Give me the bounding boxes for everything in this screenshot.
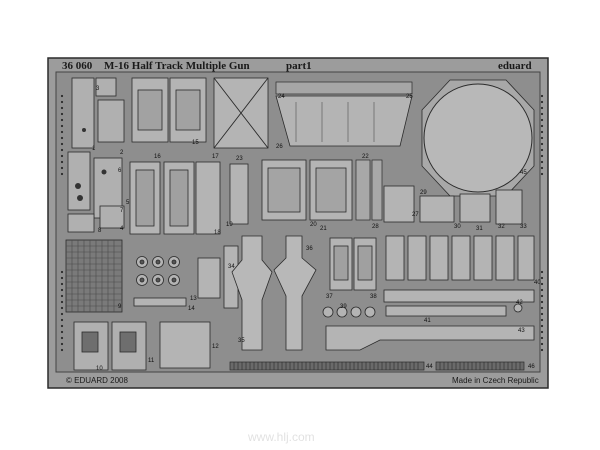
rings-39 [322,306,376,318]
part-number: 5 [126,200,130,206]
part-number: 42 [516,300,523,306]
part-number: 25 [406,94,413,100]
part-number: 27 [412,212,419,218]
part-number: 30 [454,224,461,230]
right-perforation [540,94,544,352]
bottom-grill [229,361,525,371]
part-number: 24 [278,94,285,100]
part-number: 11 [148,358,155,364]
bar-43 [325,325,535,351]
trapezoid-plate [275,81,413,147]
part-number: 39 [340,304,347,310]
part-number: 23 [236,156,243,162]
part-number: 22 [362,154,369,160]
right-center-parts [383,185,523,225]
watermark-site: www.hlj.com [248,430,315,444]
part-number: 17 [212,154,219,160]
part-number: 41 [424,318,431,324]
part-number: 18 [214,230,221,236]
part-number: 28 [372,224,379,230]
wheel-rings [136,256,180,286]
fret-copyright: © EDUARD 2008 [66,376,128,385]
part-number: 6 [118,168,122,174]
long-strip [383,289,535,317]
part-number: 31 [476,226,483,232]
part-number: 20 [310,222,317,228]
part-number: 29 [420,190,427,196]
part-number: 46 [528,364,535,370]
part-number: 12 [212,344,219,350]
fret-brand: eduard [498,60,532,72]
boxes-37-38 [329,237,377,291]
part-number: 21 [320,226,327,232]
part-number: 2 [120,150,124,156]
top-panels [131,77,207,143]
part-number: 33 [520,224,527,230]
part-number: 37 [326,294,333,300]
left-small-holes [75,128,107,201]
crossed-panel [213,77,269,149]
part-number: 40 [534,280,541,286]
mesh-grille [65,239,123,313]
fret-code: 36 060 [62,60,93,72]
part-number: 32 [498,224,505,230]
part-number: 38 [370,294,377,300]
part-number: 9 [118,304,122,310]
center-tall-strips [355,159,383,221]
part-number: 8 [98,228,102,234]
part-number: 35 [238,338,245,344]
part-number: 3 [96,86,100,92]
part-number: 15 [192,140,199,146]
part-number: 36 [306,246,313,252]
fret-made-in: Made in Czech Republic [452,376,539,385]
part-number: 4 [120,226,124,232]
fold-frames [231,235,317,351]
left-small-parts [67,77,125,233]
center-panels [261,159,353,221]
part-number: 1 [92,146,96,152]
part-number: 19 [226,222,233,228]
part-number: 13 [190,296,197,302]
fret-title: M-16 Half Track Multiple Gun [104,60,250,72]
fret-part: part1 [286,60,312,72]
tall-frames [129,161,221,235]
left-perforation [60,94,64,352]
middle-small-parts [197,163,249,309]
part-number: 26 [276,144,283,150]
part-number: 44 [426,364,433,370]
seat-row [385,235,535,281]
part-number: 10 [96,366,103,372]
large-disc [421,79,535,197]
part-number: 34 [228,264,235,270]
part-number: 45 [520,170,527,176]
part-number: 16 [154,154,161,160]
plate-12 [159,321,211,369]
small-bar-14 [133,297,187,307]
part-number: 7 [120,208,124,214]
small-disc-42 [513,303,523,313]
part-number: 43 [518,328,525,334]
part-number: 14 [188,306,195,312]
bottom-left-brackets [73,321,147,371]
